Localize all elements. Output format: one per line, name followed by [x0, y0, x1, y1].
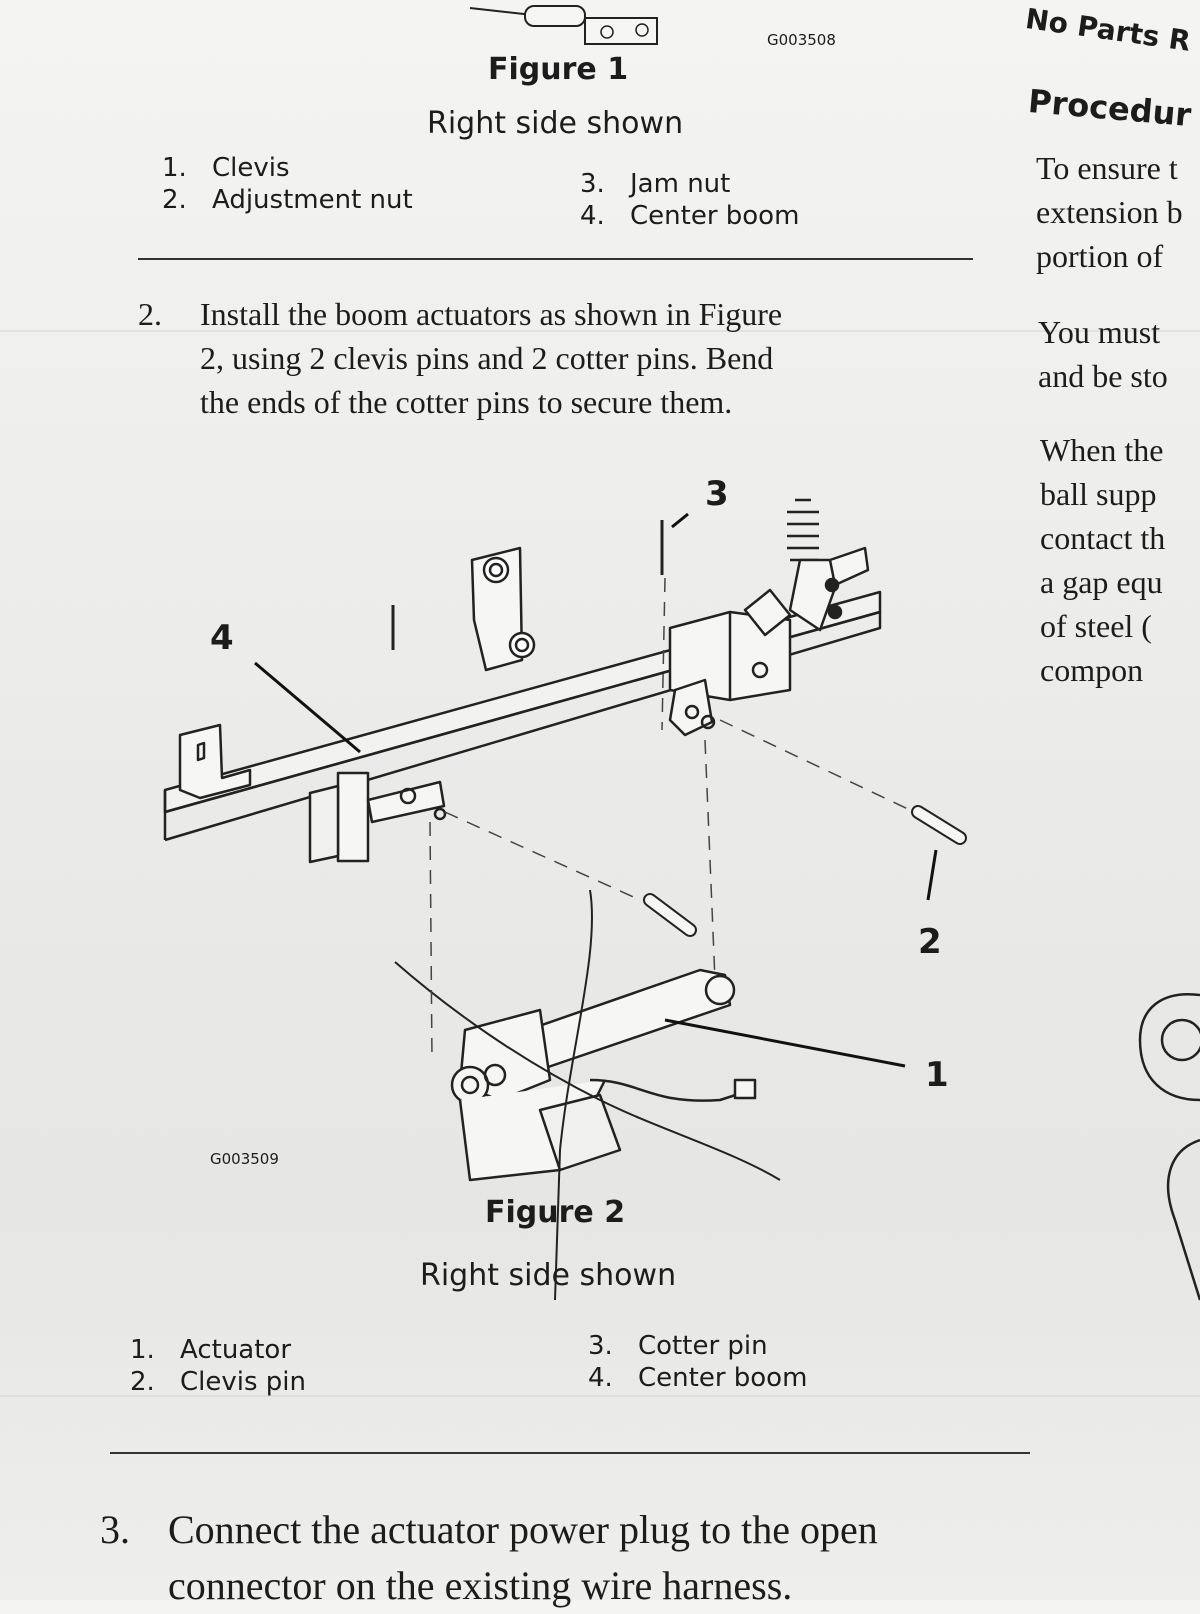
- legend-item: 4.Center boom: [588, 1363, 808, 1393]
- step-3-number: 3.: [100, 1507, 130, 1552]
- step-3: 3. Connect the actuator power plug to th…: [100, 1502, 878, 1614]
- side-line: When the: [1040, 432, 1164, 468]
- legend-item: 4.Center boom: [580, 201, 800, 231]
- callout-4: 4: [210, 618, 234, 658]
- step-3-line: connector on the existing wire harness.: [168, 1563, 793, 1608]
- side-line: and be sto: [1038, 358, 1168, 394]
- figure2-title: Figure 2: [485, 1195, 626, 1230]
- figure2-legend-right: 3.Cotter pin 4.Center boom: [588, 1330, 807, 1394]
- side-line: ball supp: [1040, 476, 1157, 512]
- divider: [138, 258, 973, 260]
- figure1-subtitle: Right side shown: [427, 106, 684, 141]
- step-2-line: Install the boom actuators as shown in F…: [200, 296, 783, 332]
- figure1-legend-right: 3.Jam nut 4.Center boom: [580, 168, 799, 232]
- side-line: contact th: [1040, 520, 1166, 556]
- divider: [110, 1452, 1030, 1454]
- legend-item: 1.Actuator: [130, 1335, 292, 1365]
- side-text-block-2: You must and be sto: [1038, 310, 1168, 398]
- figure1-code: G003508: [767, 31, 836, 49]
- step-2: 2. Install the boom actuators as shown i…: [138, 292, 783, 424]
- figure1-title: Figure 1: [488, 52, 629, 87]
- step-2-number: 2.: [138, 296, 162, 332]
- side-line: extension b: [1036, 194, 1183, 230]
- side-line: To ensure t: [1036, 150, 1178, 186]
- callout-3: 3: [705, 474, 729, 514]
- side-line: of steel (: [1040, 608, 1152, 644]
- side-line: a gap equ: [1040, 564, 1163, 600]
- figure2-legend-left: 1.Actuator 2.Clevis pin: [130, 1334, 306, 1398]
- step-2-line: 2, using 2 clevis pins and 2 cotter pins…: [200, 340, 774, 376]
- legend-item: 2.Clevis pin: [130, 1367, 307, 1397]
- legend-item: 3.Jam nut: [580, 169, 731, 199]
- figure2-code: G003509: [210, 1150, 279, 1168]
- figure1-legend-left: 1.Clevis 2.Adjustment nut: [162, 152, 413, 216]
- step-2-line: the ends of the cotter pins to secure th…: [200, 384, 733, 420]
- callout-2: 2: [918, 922, 942, 962]
- side-line: portion of: [1036, 238, 1164, 274]
- legend-item: 1.Clevis: [162, 153, 290, 183]
- side-text-block-1: To ensure t extension b portion of: [1036, 146, 1183, 278]
- step-3-line: Connect the actuator power plug to the o…: [168, 1507, 878, 1552]
- legend-item: 3.Cotter pin: [588, 1331, 768, 1361]
- figure2-subtitle: Right side shown: [420, 1258, 677, 1293]
- side-line: compon: [1040, 652, 1144, 688]
- side-text-block-3: When the ball supp contact th a gap equ …: [1040, 428, 1165, 692]
- legend-item: 2.Adjustment nut: [162, 185, 413, 215]
- callout-1: 1: [925, 1055, 949, 1095]
- side-line: You must: [1038, 314, 1161, 350]
